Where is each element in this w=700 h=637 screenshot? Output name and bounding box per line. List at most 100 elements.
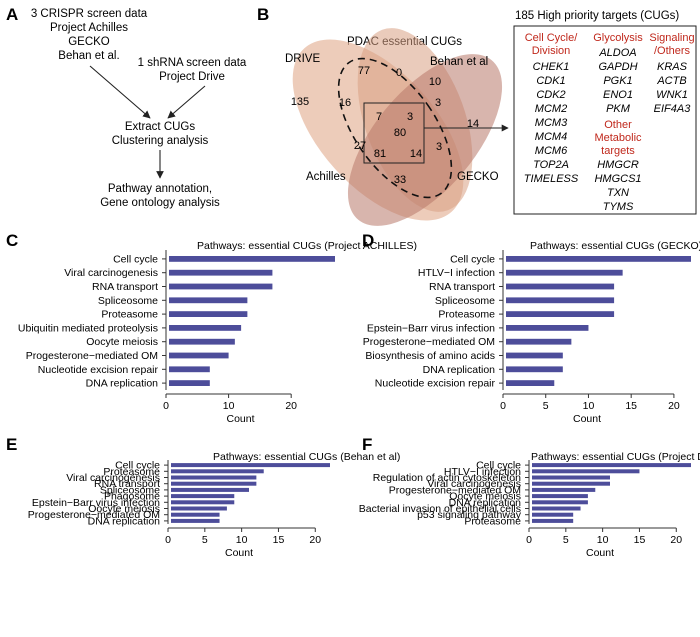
targets-col3-header-2: /Others	[654, 45, 691, 57]
category-label: RNA transport	[429, 281, 495, 293]
category-label: Proteasome	[438, 309, 495, 321]
category-label: Cell cycle	[113, 253, 158, 265]
bar	[506, 269, 623, 276]
targets-col2-header: Glycolysis	[593, 32, 643, 44]
x-tick-label: 0	[500, 400, 506, 412]
category-label: p53 signaling pathway	[417, 509, 522, 521]
bar	[169, 256, 335, 262]
crispr-line-3: GECKO	[68, 36, 110, 48]
targets-col1-header-2: Division	[532, 45, 571, 57]
x-tick-label: 0	[165, 534, 171, 546]
category-label: Epstein−Barr virus infection	[32, 497, 160, 509]
bar	[532, 506, 581, 511]
shrna-line-1: 1 shRNA screen data	[138, 57, 247, 69]
category-label: Progesterone−mediated OM	[389, 484, 521, 496]
bar	[169, 311, 248, 317]
category-label: HTLV−I infection	[444, 466, 521, 478]
bar	[506, 352, 563, 359]
bar	[532, 463, 691, 468]
target-gene: PGK1	[603, 75, 632, 87]
crispr-line-4: Behan et al.	[58, 50, 119, 62]
category-label: Epstein−Barr virus infection	[367, 322, 495, 334]
bar	[506, 297, 615, 304]
x-axis-title: Count	[225, 547, 253, 559]
chart-title: Pathways: essential CUGs (GECKO)	[530, 240, 700, 252]
chart-title: Pathways: essential CUGs (Project DRIVE)	[531, 451, 700, 463]
category-label: Phagosome	[104, 491, 160, 503]
bar	[506, 338, 572, 345]
x-tick-label: 5	[543, 400, 549, 412]
venn-count-drive-achilles-gecko: 14	[410, 148, 422, 160]
x-tick-label: 0	[526, 534, 532, 546]
target-gene: MCM2	[535, 103, 567, 115]
target-gene: HMGCS1	[594, 173, 641, 185]
venn-count-all-four: 80	[394, 127, 406, 139]
category-label: Nucleotide excision repair	[38, 364, 159, 376]
category-label: Regulation of actin cytoskeleton	[373, 472, 521, 484]
category-label: Proteasome	[464, 515, 521, 527]
venn-count-drive-behan-achilles: 7	[376, 111, 382, 123]
venn-label-drive: DRIVE	[285, 53, 320, 65]
panel-b: B PDAC essential CUGs DRIVE Behan et al …	[257, 5, 697, 226]
venn-count-drive-behan: 0	[396, 67, 402, 79]
category-label: Cell cycle	[450, 253, 495, 265]
x-tick-label: 10	[597, 534, 609, 546]
bar	[532, 481, 610, 486]
target-gene: TIMELESS	[524, 173, 579, 185]
category-label: DNA replication	[423, 364, 496, 376]
x-tick-label: 5	[202, 534, 208, 546]
panel-b-label: B	[257, 5, 269, 24]
x-tick-label: 10	[583, 400, 595, 412]
category-label: DNA replication	[88, 515, 161, 527]
bar	[169, 338, 235, 345]
category-label: Biosynthesis of amino acids	[365, 350, 495, 362]
category-label: Viral carcinogenesis	[64, 267, 158, 279]
category-label: Proteasome	[103, 466, 160, 478]
target-gene: GAPDH	[598, 61, 637, 73]
venn-count-gecko-drive: 3	[436, 141, 442, 153]
x-tick-label: 20	[670, 534, 682, 546]
venn-count-behan-gecko: 3	[435, 97, 441, 109]
target-gene: PKM	[606, 103, 631, 115]
crispr-line-1: 3 CRISPR screen data	[31, 8, 148, 20]
x-tick-label: 10	[223, 400, 235, 412]
venn-count-drive-only: 77	[358, 65, 370, 77]
target-gene: ACTB	[656, 75, 686, 87]
category-label: Ubiquitin mediated proteolysis	[18, 322, 158, 334]
bar	[169, 297, 248, 304]
bar	[171, 506, 227, 511]
target-gene: TOP2A	[533, 159, 569, 171]
category-label: Bacterial invasion of epithelial cells	[359, 503, 521, 515]
venn-set-drive	[337, 57, 453, 199]
target-gene: CDK1	[536, 75, 565, 87]
bar	[506, 366, 563, 373]
x-axis-title: Count	[226, 413, 254, 425]
category-label: Proteasome	[101, 309, 158, 321]
targets-col2b-header-1: Other	[604, 119, 632, 131]
category-label: Progesterone−mediated OM	[28, 509, 160, 521]
category-label: Viral carcinogenesis	[427, 478, 521, 490]
panel-a: A 3 CRISPR screen data Project Achilles …	[6, 5, 247, 209]
arrow-shrna	[167, 85, 206, 119]
category-label: HTLV−I infection	[418, 267, 495, 279]
targets-col3-header-1: Signaling	[649, 32, 694, 44]
bar	[171, 469, 264, 474]
bar	[506, 380, 555, 386]
venn-count-achilles-gecko: 33	[394, 174, 406, 186]
category-label: Oocyte meiosis	[449, 491, 521, 503]
target-gene: HMGCR	[597, 159, 639, 171]
bar	[532, 487, 596, 492]
bar	[169, 380, 210, 386]
venn-count-drive-achilles: 16	[339, 97, 351, 109]
category-label: DNA replication	[86, 378, 159, 390]
venn-count-behan-only: 10	[429, 76, 441, 88]
category-label: DNA replication	[449, 497, 522, 509]
x-tick-label: 20	[668, 400, 680, 412]
bar	[532, 494, 588, 499]
venn-label-achilles: Achilles	[306, 171, 346, 183]
bar	[171, 500, 235, 505]
category-label: Progesterone−mediated OM	[363, 336, 495, 348]
target-gene: ENO1	[603, 89, 633, 101]
